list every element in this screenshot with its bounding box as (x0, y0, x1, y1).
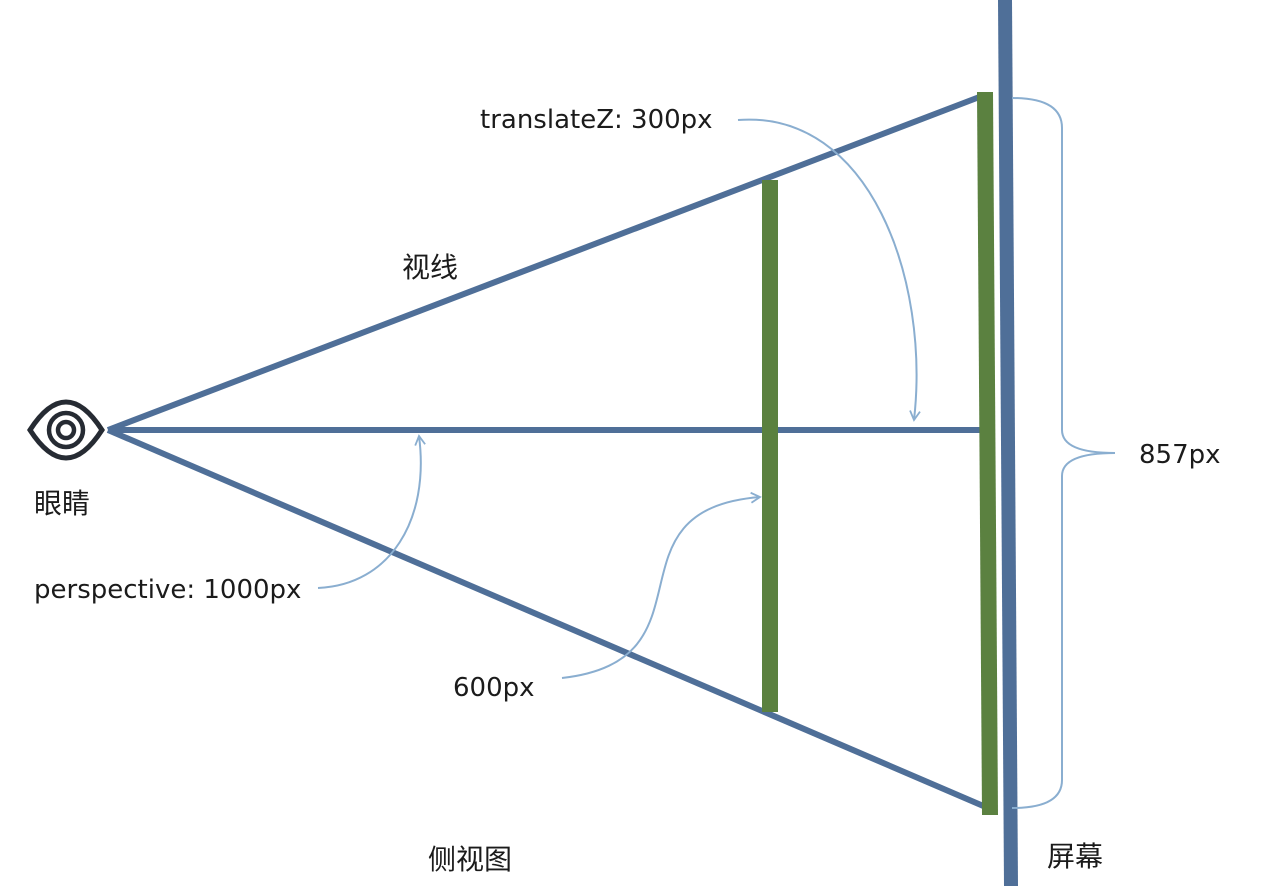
element-size-label: 600px (453, 673, 535, 703)
sight-line-top (106, 93, 984, 433)
projected-size-label: 857px (1139, 440, 1221, 470)
perspective-arrow (317, 434, 426, 589)
translate-z-label: translateZ: 300px (480, 105, 713, 135)
element-size-arrow (561, 491, 762, 679)
screen-line (998, 0, 1018, 886)
eye-icon (27, 399, 105, 461)
perspective-label: perspective: 1000px (34, 575, 301, 605)
projected-size-brace (1011, 97, 1116, 809)
sight-line-bottom (106, 427, 990, 811)
projected-bar (977, 91, 998, 816)
screen-label: 屏幕 (1047, 840, 1103, 873)
sight-line-label: 视线 (402, 251, 458, 284)
translate-z-arrow (737, 118, 921, 422)
side-view-label: 侧视图 (428, 843, 512, 876)
eye-label: 眼睛 (34, 487, 90, 520)
